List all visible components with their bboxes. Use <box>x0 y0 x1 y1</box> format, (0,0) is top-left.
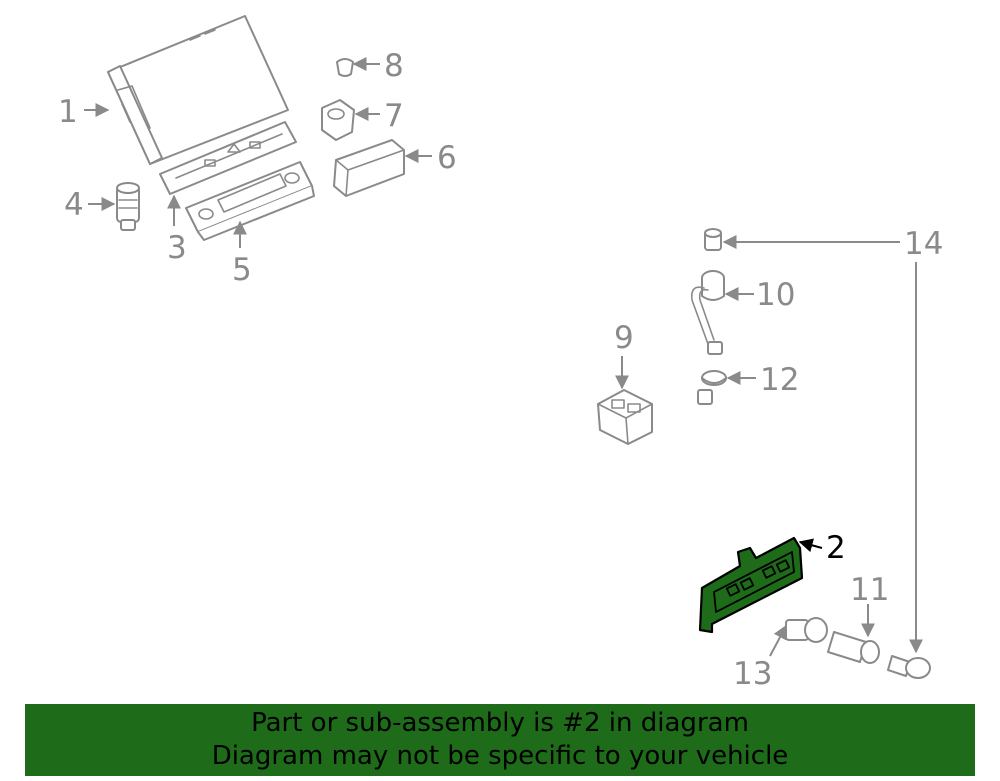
banner-line-1: Part or sub-assembly is #2 in diagram <box>251 708 749 738</box>
part-6-switch <box>333 139 405 197</box>
callout-1: 1 <box>58 94 78 130</box>
callout-2[interactable]: 2 <box>826 530 846 566</box>
info-banner: Part or sub-assembly is #2 in diagram Di… <box>25 704 975 776</box>
part-9-switch-block <box>597 389 653 445</box>
callout-7: 7 <box>384 98 404 134</box>
callout-3: 3 <box>167 230 187 266</box>
callout-10: 10 <box>756 277 795 313</box>
part-8-cap <box>336 58 354 77</box>
callout-14: 14 <box>904 226 943 262</box>
part-7-bracket <box>321 99 355 141</box>
callout-4: 4 <box>64 187 84 223</box>
callout-numbers: 1 2 3 4 5 6 7 8 9 10 11 12 13 14 <box>58 48 943 692</box>
part-13-bulb-socket <box>785 617 828 643</box>
part-14-bolt <box>704 228 722 251</box>
part-2-switch-panel-highlighted[interactable] <box>698 536 804 634</box>
callout-8: 8 <box>384 48 404 84</box>
part-3-trim <box>159 121 297 195</box>
part-1-display <box>107 15 289 165</box>
banner-line-2: Diagram may not be specific to your vehi… <box>211 741 789 771</box>
leader-lines <box>84 57 923 657</box>
callout-12: 12 <box>760 362 799 398</box>
callout-6: 6 <box>437 140 457 176</box>
callout-13: 13 <box>733 656 772 692</box>
part-5-control-panel <box>185 161 315 241</box>
part-12-socket <box>697 370 727 405</box>
callout-9: 9 <box>614 320 634 356</box>
part-14-bolt-lower <box>887 655 931 679</box>
callout-5: 5 <box>232 252 252 288</box>
part-4-knob <box>116 182 140 231</box>
part-11-cylinder <box>827 631 880 664</box>
part-10-harness <box>690 270 725 355</box>
callout-11: 11 <box>850 572 889 608</box>
